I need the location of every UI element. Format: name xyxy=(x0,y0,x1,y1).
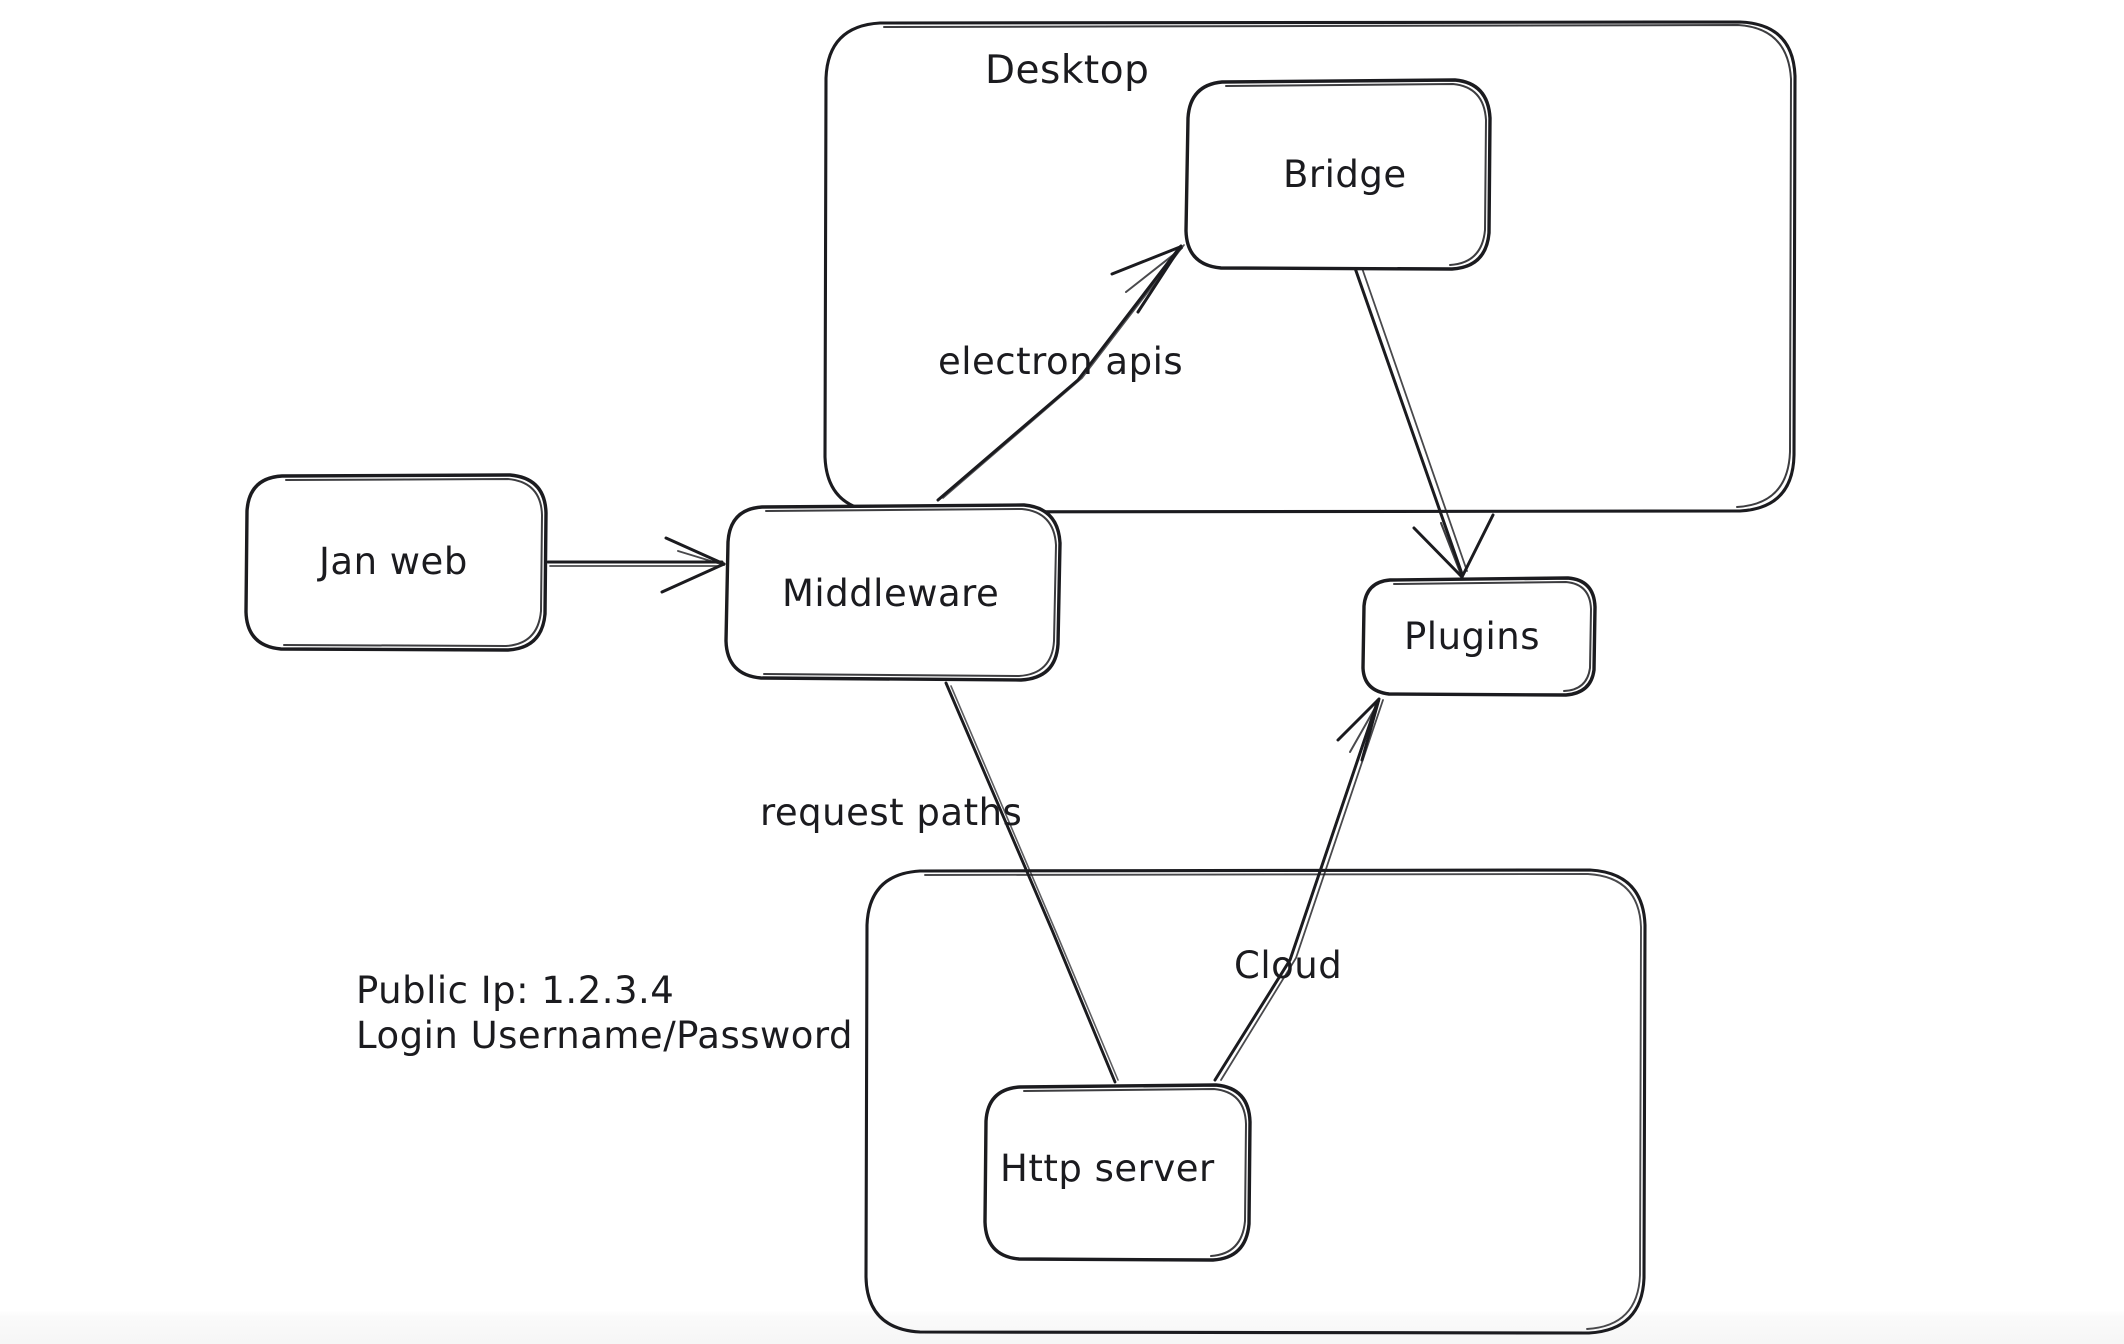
group-cloud-outline-sketch xyxy=(924,873,1642,1330)
edge-e2-arrowhead-c xyxy=(1125,247,1183,293)
node-middleware-outline xyxy=(724,503,1062,682)
node-middleware-outline-sketch xyxy=(763,507,1058,678)
group-cloud-outline xyxy=(864,868,1647,1335)
edge-label-electron-apis: electron apis xyxy=(938,340,1184,383)
edge-e2-line xyxy=(936,245,1182,502)
group-label-desktop: Desktop xyxy=(985,48,1150,93)
edge-e5-arrowhead-b xyxy=(1360,697,1381,762)
node-label-jan-web: Jan web xyxy=(319,540,468,583)
edge-e3-arrowhead-b xyxy=(1460,513,1495,579)
edge-e4-line xyxy=(944,681,1117,1084)
group-desktop-outline xyxy=(823,20,1797,514)
edge-e2-arrowhead-b xyxy=(1136,244,1183,314)
group-desktop[interactable] xyxy=(823,20,1797,514)
node-bridge-outline xyxy=(1184,78,1492,271)
node-jan-web-outline-sketch xyxy=(283,477,544,648)
edge-e5-arrowhead-c xyxy=(1349,700,1380,753)
edge-e4-line-sketch xyxy=(950,685,1119,1081)
edge-label-cloud: Cloud xyxy=(1234,944,1343,987)
node-plugins-outline xyxy=(1361,576,1597,697)
edge-httpserver-to-plugins[interactable] xyxy=(1213,697,1384,1082)
edge-e2-line-sketch xyxy=(942,244,1185,499)
node-jan-web[interactable] xyxy=(244,473,548,652)
node-label-http-server: Http server xyxy=(1000,1147,1215,1190)
note-login: Login Username/Password xyxy=(356,1014,853,1058)
edge-e1-arrowhead-b xyxy=(660,562,726,594)
edge-e1-arrowhead-c xyxy=(677,550,725,566)
edge-e3-arrowhead-c xyxy=(1439,521,1464,579)
node-plugins-outline-sketch xyxy=(1393,580,1593,692)
note-connection-details: Public Ip: 1.2.3.4 Login Username/Passwo… xyxy=(356,968,853,1058)
node-bridge-outline-sketch xyxy=(1225,82,1488,266)
node-label-plugins: Plugins xyxy=(1404,615,1541,658)
node-http-server[interactable] xyxy=(983,1083,1252,1262)
edge-httpserver-to-middleware[interactable] xyxy=(944,681,1119,1084)
edge-middleware-to-bridge[interactable] xyxy=(936,244,1185,502)
edge-e2-arrowhead-a xyxy=(1110,245,1182,276)
edge-e5-arrowhead-a xyxy=(1336,698,1380,742)
edge-e3-line-sketch xyxy=(1361,267,1468,572)
node-bridge[interactable] xyxy=(1184,78,1492,271)
node-plugins[interactable] xyxy=(1361,576,1597,697)
edge-bridge-to-plugins[interactable] xyxy=(1353,266,1495,579)
edge-e5-line-sketch xyxy=(1220,699,1384,1081)
node-middleware[interactable] xyxy=(724,503,1062,682)
edge-janweb-to-middleware[interactable] xyxy=(546,536,726,594)
group-desktop-outline-sketch xyxy=(883,24,1792,508)
edge-e1-arrowhead-a xyxy=(664,536,726,566)
edge-e3-arrowhead-a xyxy=(1412,526,1464,579)
edge-e5-line xyxy=(1213,698,1380,1082)
group-cloud[interactable] xyxy=(864,868,1647,1335)
node-http-server-outline xyxy=(983,1083,1252,1262)
edge-label-request-paths: request paths xyxy=(760,791,1023,834)
node-label-middleware: Middleware xyxy=(782,572,1000,615)
node-http-server-outline-sketch xyxy=(1023,1087,1248,1257)
node-label-bridge: Bridge xyxy=(1283,153,1407,196)
note-public-ip: Public Ip: 1.2.3.4 xyxy=(356,969,675,1012)
edge-e3-line xyxy=(1353,266,1464,576)
node-jan-web-outline xyxy=(244,473,548,652)
